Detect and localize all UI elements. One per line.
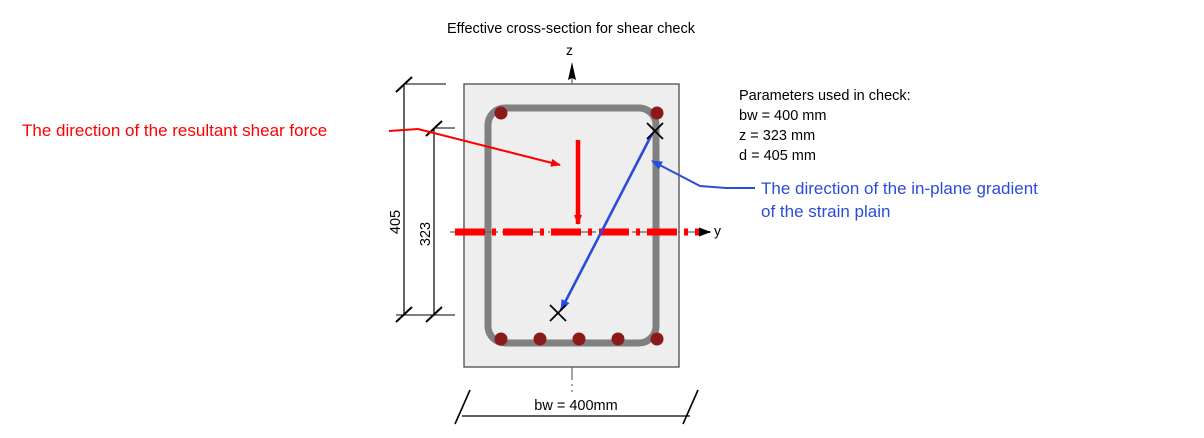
rebar-dot	[494, 332, 508, 346]
rebar-dot	[494, 106, 508, 120]
shear-force-annotation-label: The direction of the resultant shear for…	[22, 121, 327, 140]
z-axis-arrowhead	[568, 62, 576, 80]
parameter-bw: bw = 400 mm	[739, 108, 826, 124]
strain-gradient-annotation-line2: of the strain plain	[761, 202, 890, 221]
rebar-dot	[572, 332, 586, 346]
strain-gradient-arrow	[559, 133, 654, 311]
stirrup-outline	[484, 104, 660, 347]
parameter-z: z = 323 mm	[739, 128, 815, 144]
rebar-dot	[650, 332, 664, 346]
strain-gradient-annotation-line1: The direction of the in-plane gradient	[761, 179, 1038, 198]
strain-gradient-leader-arrow	[651, 160, 755, 189]
dimension-label-405: 405	[388, 210, 404, 234]
page-title: Effective cross-section for shear check	[447, 21, 696, 37]
dimension-label-bw: bw = 400mm	[534, 398, 617, 414]
rebar-dot	[611, 332, 625, 346]
concrete-section-outline	[463, 83, 680, 368]
rebar-dot	[533, 332, 547, 346]
dimension-label-323: 323	[418, 222, 434, 246]
shear-force-leader-arrow	[388, 127, 561, 167]
upper-x-marker	[646, 122, 664, 140]
rebar-dot	[650, 106, 664, 120]
z-axis-label: z	[566, 42, 573, 58]
parameters-heading: Parameters used in check:	[739, 88, 911, 104]
lower-x-marker	[549, 304, 567, 322]
parameter-d: d = 405 mm	[739, 148, 816, 164]
y-axis-label: y	[714, 223, 721, 239]
dimension-tick-bw-right	[682, 389, 699, 425]
dimension-tick-bw-left	[454, 389, 471, 425]
